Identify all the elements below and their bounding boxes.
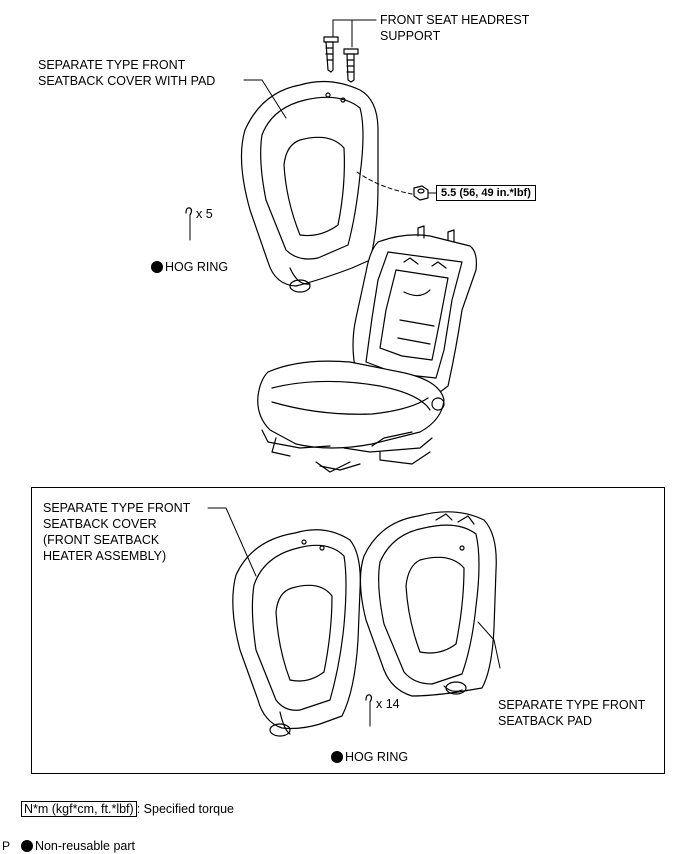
torque-value-box: 5.5 (56, 49 in.*lbf) — [436, 185, 536, 201]
hog-ring-count-top: x 5 — [196, 207, 213, 221]
hog-ring-count-inset: x 14 — [376, 697, 400, 711]
seatback-cover-with-pad-label: SEPARATE TYPE FRONT SEATBACK COVER WITH … — [38, 58, 216, 88]
seatback-pad-label: SEPARATE TYPE FRONT SEATBACK PAD — [498, 698, 646, 728]
seatback-cover-heater-label: SEPARATE TYPE FRONT SEATBACK COVER (FRON… — [43, 501, 191, 563]
headrest-support-left — [323, 36, 339, 73]
legend-torque: N*m (kgf*cm, ft.*lbf): Specified torque — [14, 785, 234, 817]
legend-torque-unit: N*m (kgf*cm, ft.*lbf) — [20, 801, 137, 817]
inset-panel — [31, 487, 665, 774]
hog-ring-text: HOG RING — [344, 750, 409, 764]
nonreusable-dot-icon — [20, 840, 33, 852]
nonreusable-dot-icon — [150, 261, 163, 273]
corner-letter: P — [2, 839, 11, 853]
seat-frame-assembly — [257, 225, 477, 473]
nut-icon — [413, 185, 429, 201]
hog-ring-label-top: HOG RING — [144, 243, 228, 275]
nonreusable-dot-icon — [330, 751, 343, 763]
headrest-support-label: FRONT SEAT HEADREST SUPPORT — [380, 13, 530, 43]
legend-nonreusable-text: Non-reusable part — [34, 839, 136, 853]
hog-ring-icon-top — [185, 207, 193, 241]
hog-ring-icon-inset — [365, 694, 373, 727]
legend-nonreusable: Non-reusable part — [14, 822, 135, 854]
seatback-pad — [359, 511, 497, 697]
hog-ring-label-inset: HOG RING — [324, 733, 408, 765]
seatback-cover-with-pad — [240, 80, 379, 293]
hog-ring-text: HOG RING — [164, 260, 229, 274]
headrest-support-right — [343, 48, 359, 83]
legend-torque-desc: : Specified torque — [136, 802, 234, 816]
seatback-cover-heater — [232, 529, 361, 737]
